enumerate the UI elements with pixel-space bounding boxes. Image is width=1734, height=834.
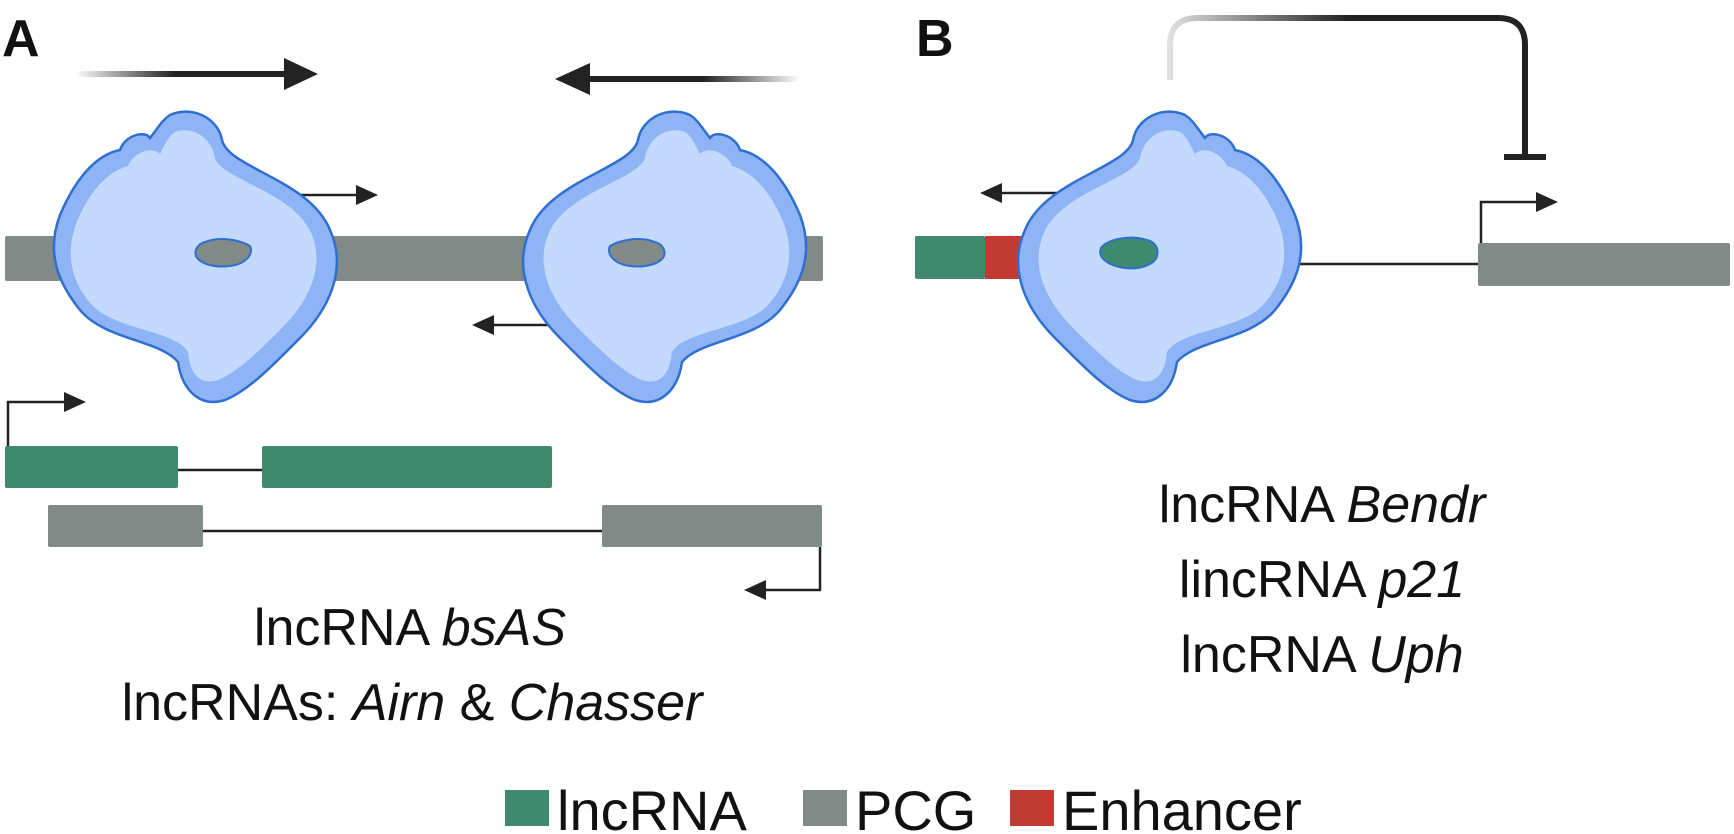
rna-polymerase-icon [1016, 110, 1303, 404]
panel-b-label: B [916, 10, 954, 68]
pcg-exon [602, 505, 822, 547]
reverse-direction-arrow-icon [555, 63, 800, 95]
panel-b: B lncRNA Bendr [915, 10, 1730, 684]
rna-polymerase-icon [52, 110, 339, 404]
tss-arrow-left-icon [744, 547, 822, 600]
legend-swatch-lncrna [505, 790, 549, 826]
lncrna-exon [262, 446, 552, 488]
legend-label-pcg: PCG [855, 779, 976, 834]
panel-a-caption-line1: lncRNA bsAS [254, 599, 566, 657]
tss-arrow-right-icon [6, 392, 86, 446]
panel-b-caption-line1: lncRNA Bendr [1159, 476, 1488, 534]
lncrna-exon [915, 236, 985, 279]
legend-swatch-enhancer [1010, 790, 1054, 826]
rna-polymerase-icon [521, 110, 808, 404]
panel-a-label: A [2, 10, 40, 68]
legend-swatch-pcg [803, 790, 847, 826]
panel-b-caption-line2: lincRNA p21 [1179, 551, 1465, 609]
legend-label-enhancer: Enhancer [1062, 779, 1302, 834]
tss-arrow-right-icon [1479, 192, 1558, 243]
forward-direction-arrow-icon [75, 58, 318, 90]
panel-a-caption-line2: lncRNAs: Airn & Chasser [122, 674, 706, 732]
legend-label-lncrna: lncRNA [557, 779, 747, 834]
legend: lncRNA PCG Enhancer [505, 779, 1302, 834]
panel-a: A [2, 10, 823, 732]
inhibition-bar-icon [1167, 15, 1546, 160]
pcg-exon [48, 505, 203, 547]
panel-b-caption-line3: lncRNA Uph [1180, 626, 1463, 684]
lncrna-exon [5, 446, 178, 488]
pcg-exon [1478, 243, 1730, 286]
